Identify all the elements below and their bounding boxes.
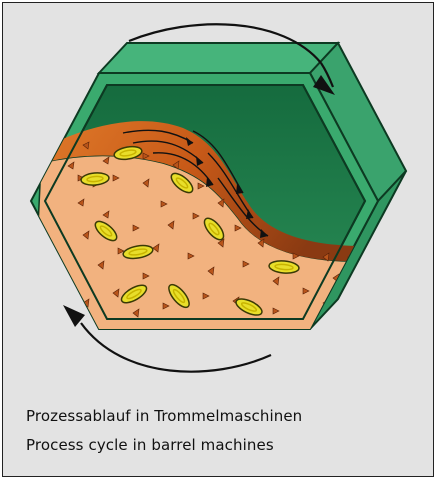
caption-english: Process cycle in barrel machines [26,436,274,454]
barrel-diagram [3,3,433,403]
caption-german: Prozessablauf in Trommelmaschinen [26,407,302,425]
